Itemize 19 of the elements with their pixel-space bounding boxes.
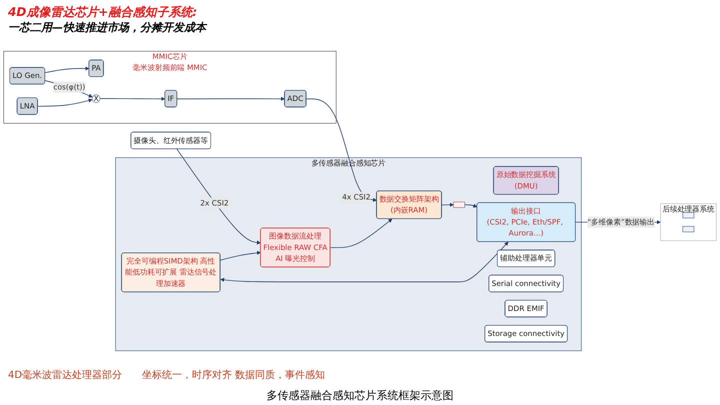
arrow	[306, 98, 377, 202]
arrow	[37, 98, 92, 107]
note-text: 一芯二用—快速推进市场，分摊开发成本	[8, 21, 206, 34]
node-box	[682, 226, 694, 232]
arrow	[464, 204, 478, 208]
arrow	[330, 218, 392, 248]
node-box	[453, 202, 465, 208]
node-box	[682, 212, 694, 218]
arrow	[176, 96, 285, 101]
arrow	[220, 250, 261, 261]
title: 4D成像雷达芯片+融合感知子系统:	[8, 4, 198, 21]
note-text: 4D毫米波雷达处理器部分	[8, 368, 122, 382]
arrow	[441, 202, 454, 207]
arrow	[100, 96, 166, 101]
note-text: 坐标统一，时序对齐 数据同质，事件感知	[142, 368, 326, 382]
caption: 多传感器融合感知芯片系统框架示意图	[266, 388, 454, 403]
arrow	[220, 242, 508, 282]
arrow	[176, 148, 261, 245]
arrow	[44, 66, 90, 74]
